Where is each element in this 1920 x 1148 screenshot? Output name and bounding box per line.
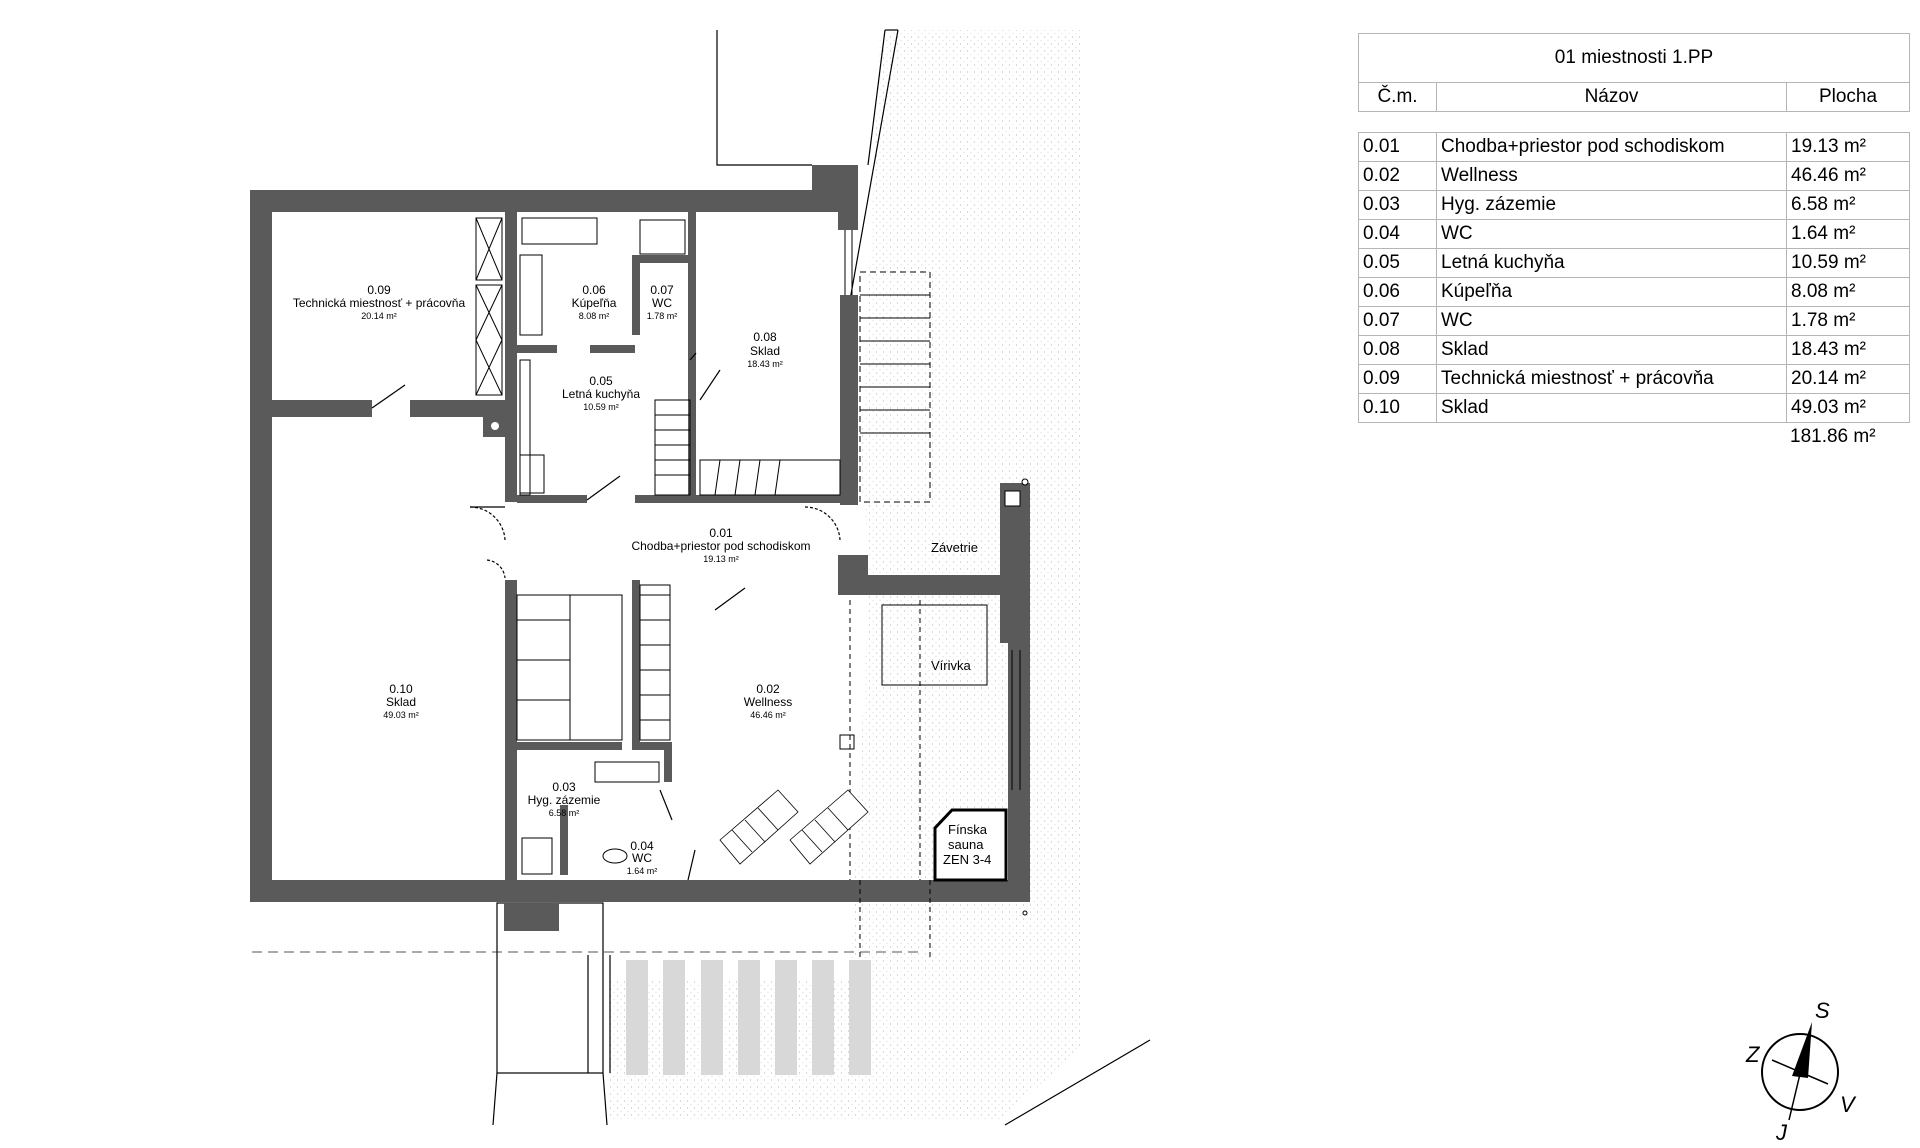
svg-text:Hyg. zázemie: Hyg. zázemie	[528, 793, 601, 807]
compass-south: S	[1815, 998, 1830, 1023]
svg-text:0.01: 0.01	[709, 526, 733, 540]
east-stair	[859, 271, 931, 503]
svg-text:19.13 m²: 19.13 m²	[703, 554, 739, 564]
south-stair	[492, 902, 611, 1126]
svg-text:0.03: 0.03	[552, 780, 576, 794]
garden-steps	[626, 960, 871, 1075]
svg-text:Sklad: Sklad	[750, 344, 780, 358]
svg-text:0.04: 0.04	[630, 839, 654, 853]
room-0-10: 0.10 Sklad 49.03 m²	[383, 682, 419, 720]
sauna-label-2: sauna	[948, 837, 984, 852]
room-0-06: 0.06 Kúpeľňa 8.08 m²	[572, 283, 617, 321]
room-0-08: 0.08 Sklad 18.43 m²	[747, 330, 783, 369]
svg-text:0.08: 0.08	[753, 330, 777, 344]
zavetrie-label: Závetrie	[931, 540, 978, 555]
schedule-total-row: 181.86 m²	[1358, 423, 1910, 451]
compass-east: V	[1840, 1092, 1857, 1117]
sauna-label-3: ZEN 3-4	[943, 852, 991, 867]
dashed-lines	[849, 600, 931, 960]
survey-point	[1021, 478, 1029, 486]
header-area: Plocha	[1786, 83, 1910, 111]
room-schedule-table: 01 miestnosti 1.PP Č.m. Názov Plocha 0.0…	[1358, 33, 1910, 451]
room-0-07: 0.07 WC 1.78 m²	[647, 283, 678, 321]
svg-text:8.08 m²: 8.08 m²	[579, 311, 610, 321]
svg-text:Kúpeľňa: Kúpeľňa	[572, 296, 617, 310]
compass-rose: S Z V J	[1745, 998, 1857, 1145]
virivka-label: Vírivka	[931, 658, 972, 673]
sauna-label-1: Fínska	[948, 822, 988, 837]
header-name: Názov	[1436, 83, 1786, 111]
terrain-hatch-east	[1020, 470, 1080, 1060]
walls	[250, 165, 1030, 902]
svg-text:0.10: 0.10	[389, 682, 413, 696]
svg-text:6.58 m²: 6.58 m²	[549, 808, 580, 818]
compass-north: J	[1775, 1120, 1788, 1145]
survey-point	[1022, 910, 1028, 916]
schedule-title: 01 miestnosti 1.PP	[1358, 33, 1910, 82]
svg-text:1.64 m²: 1.64 m²	[627, 866, 658, 876]
chimney-flue	[491, 422, 499, 430]
svg-text:Wellness: Wellness	[744, 695, 792, 709]
floor-plan: 0.09 Technická miestnosť + prácovňa 20.1…	[250, 29, 1151, 1126]
schedule-header-row: Č.m. Názov Plocha	[1358, 82, 1910, 112]
finnish-sauna	[933, 808, 1008, 882]
header-number: Č.m.	[1358, 83, 1436, 111]
fixtures	[475, 217, 855, 875]
svg-text:Sklad: Sklad	[386, 695, 416, 709]
svg-text:WC: WC	[632, 851, 652, 865]
hot-tub	[881, 604, 988, 686]
room-0-05: 0.05 Letná kuchyňa 10.59 m²	[562, 374, 640, 412]
sun-loungers	[719, 789, 869, 865]
svg-text:0.02: 0.02	[756, 682, 780, 696]
compass-west: Z	[1745, 1042, 1761, 1067]
svg-text:Chodba+priestor pod schodiskom: Chodba+priestor pod schodiskom	[631, 539, 810, 553]
svg-text:0.09: 0.09	[367, 283, 391, 297]
site-lines	[252, 29, 1151, 1126]
svg-text:0.05: 0.05	[589, 374, 613, 388]
svg-text:0.06: 0.06	[582, 283, 606, 297]
svg-text:18.43 m²: 18.43 m²	[747, 359, 783, 369]
compass-circle-icon	[1761, 1033, 1839, 1111]
compass-needle-icon	[1792, 1022, 1812, 1078]
svg-text:Technická miestnosť + prácovňa: Technická miestnosť + prácovňa	[293, 296, 466, 310]
schedule-total-area: 181.86 m²	[1790, 426, 1876, 447]
room-0-09: 0.09 Technická miestnosť + prácovňa 20.1…	[293, 283, 466, 321]
svg-text:Letná kuchyňa: Letná kuchyňa	[562, 387, 640, 401]
svg-text:20.14 m²: 20.14 m²	[361, 311, 397, 321]
room-0-02: 0.02 Wellness 46.46 m²	[744, 682, 792, 720]
svg-text:46.46 m²: 46.46 m²	[750, 710, 786, 720]
zavetrie-column	[1000, 483, 1030, 643]
svg-text:1.78 m²: 1.78 m²	[647, 311, 678, 321]
wellness-glazing	[844, 230, 1021, 790]
svg-text:49.03 m²: 49.03 m²	[383, 710, 419, 720]
svg-text:10.59 m²: 10.59 m²	[583, 402, 619, 412]
room-0-04: 0.04 WC 1.64 m²	[627, 839, 658, 876]
interior-stair	[516, 584, 671, 741]
doors	[371, 352, 841, 881]
south-lintel	[504, 903, 559, 931]
svg-text:WC: WC	[652, 296, 672, 310]
room-0-03: 0.03 Hyg. zázemie 6.58 m²	[528, 780, 601, 818]
svg-text:0.07: 0.07	[650, 283, 674, 297]
room-0-01: 0.01 Chodba+priestor pod schodiskom 19.1…	[631, 526, 810, 564]
